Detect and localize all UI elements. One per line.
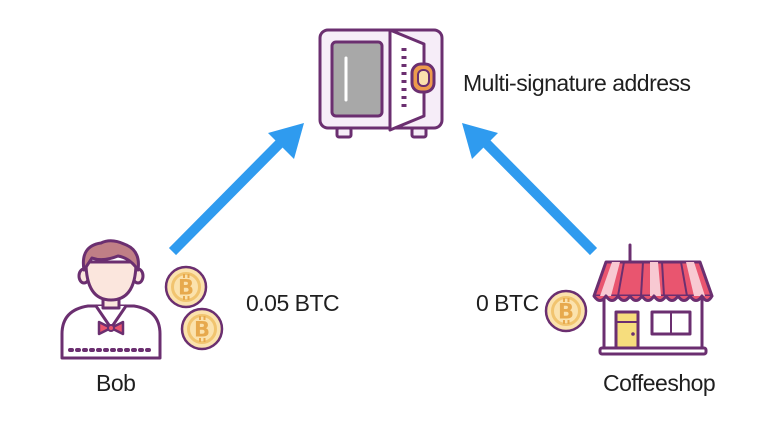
bitcoin-coin-icon [544,289,588,333]
coffeeshop-name-label: Coffeeshop [603,370,716,396]
arrow-up-icon [462,123,598,256]
person-icon [60,239,162,360]
multisig-address-label: Multi-signature address [463,70,691,96]
arrow-up-icon [168,123,304,256]
bob-balance-label: 0.05 BTC [246,290,340,316]
safe-icon [318,28,444,139]
shop-icon [592,243,714,356]
bitcoin-coin-icon [180,307,224,351]
bitcoin-coin-icon [164,265,208,309]
bob-name-label: Bob [96,370,136,396]
coffeeshop-balance-label: 0 BTC [476,290,539,316]
